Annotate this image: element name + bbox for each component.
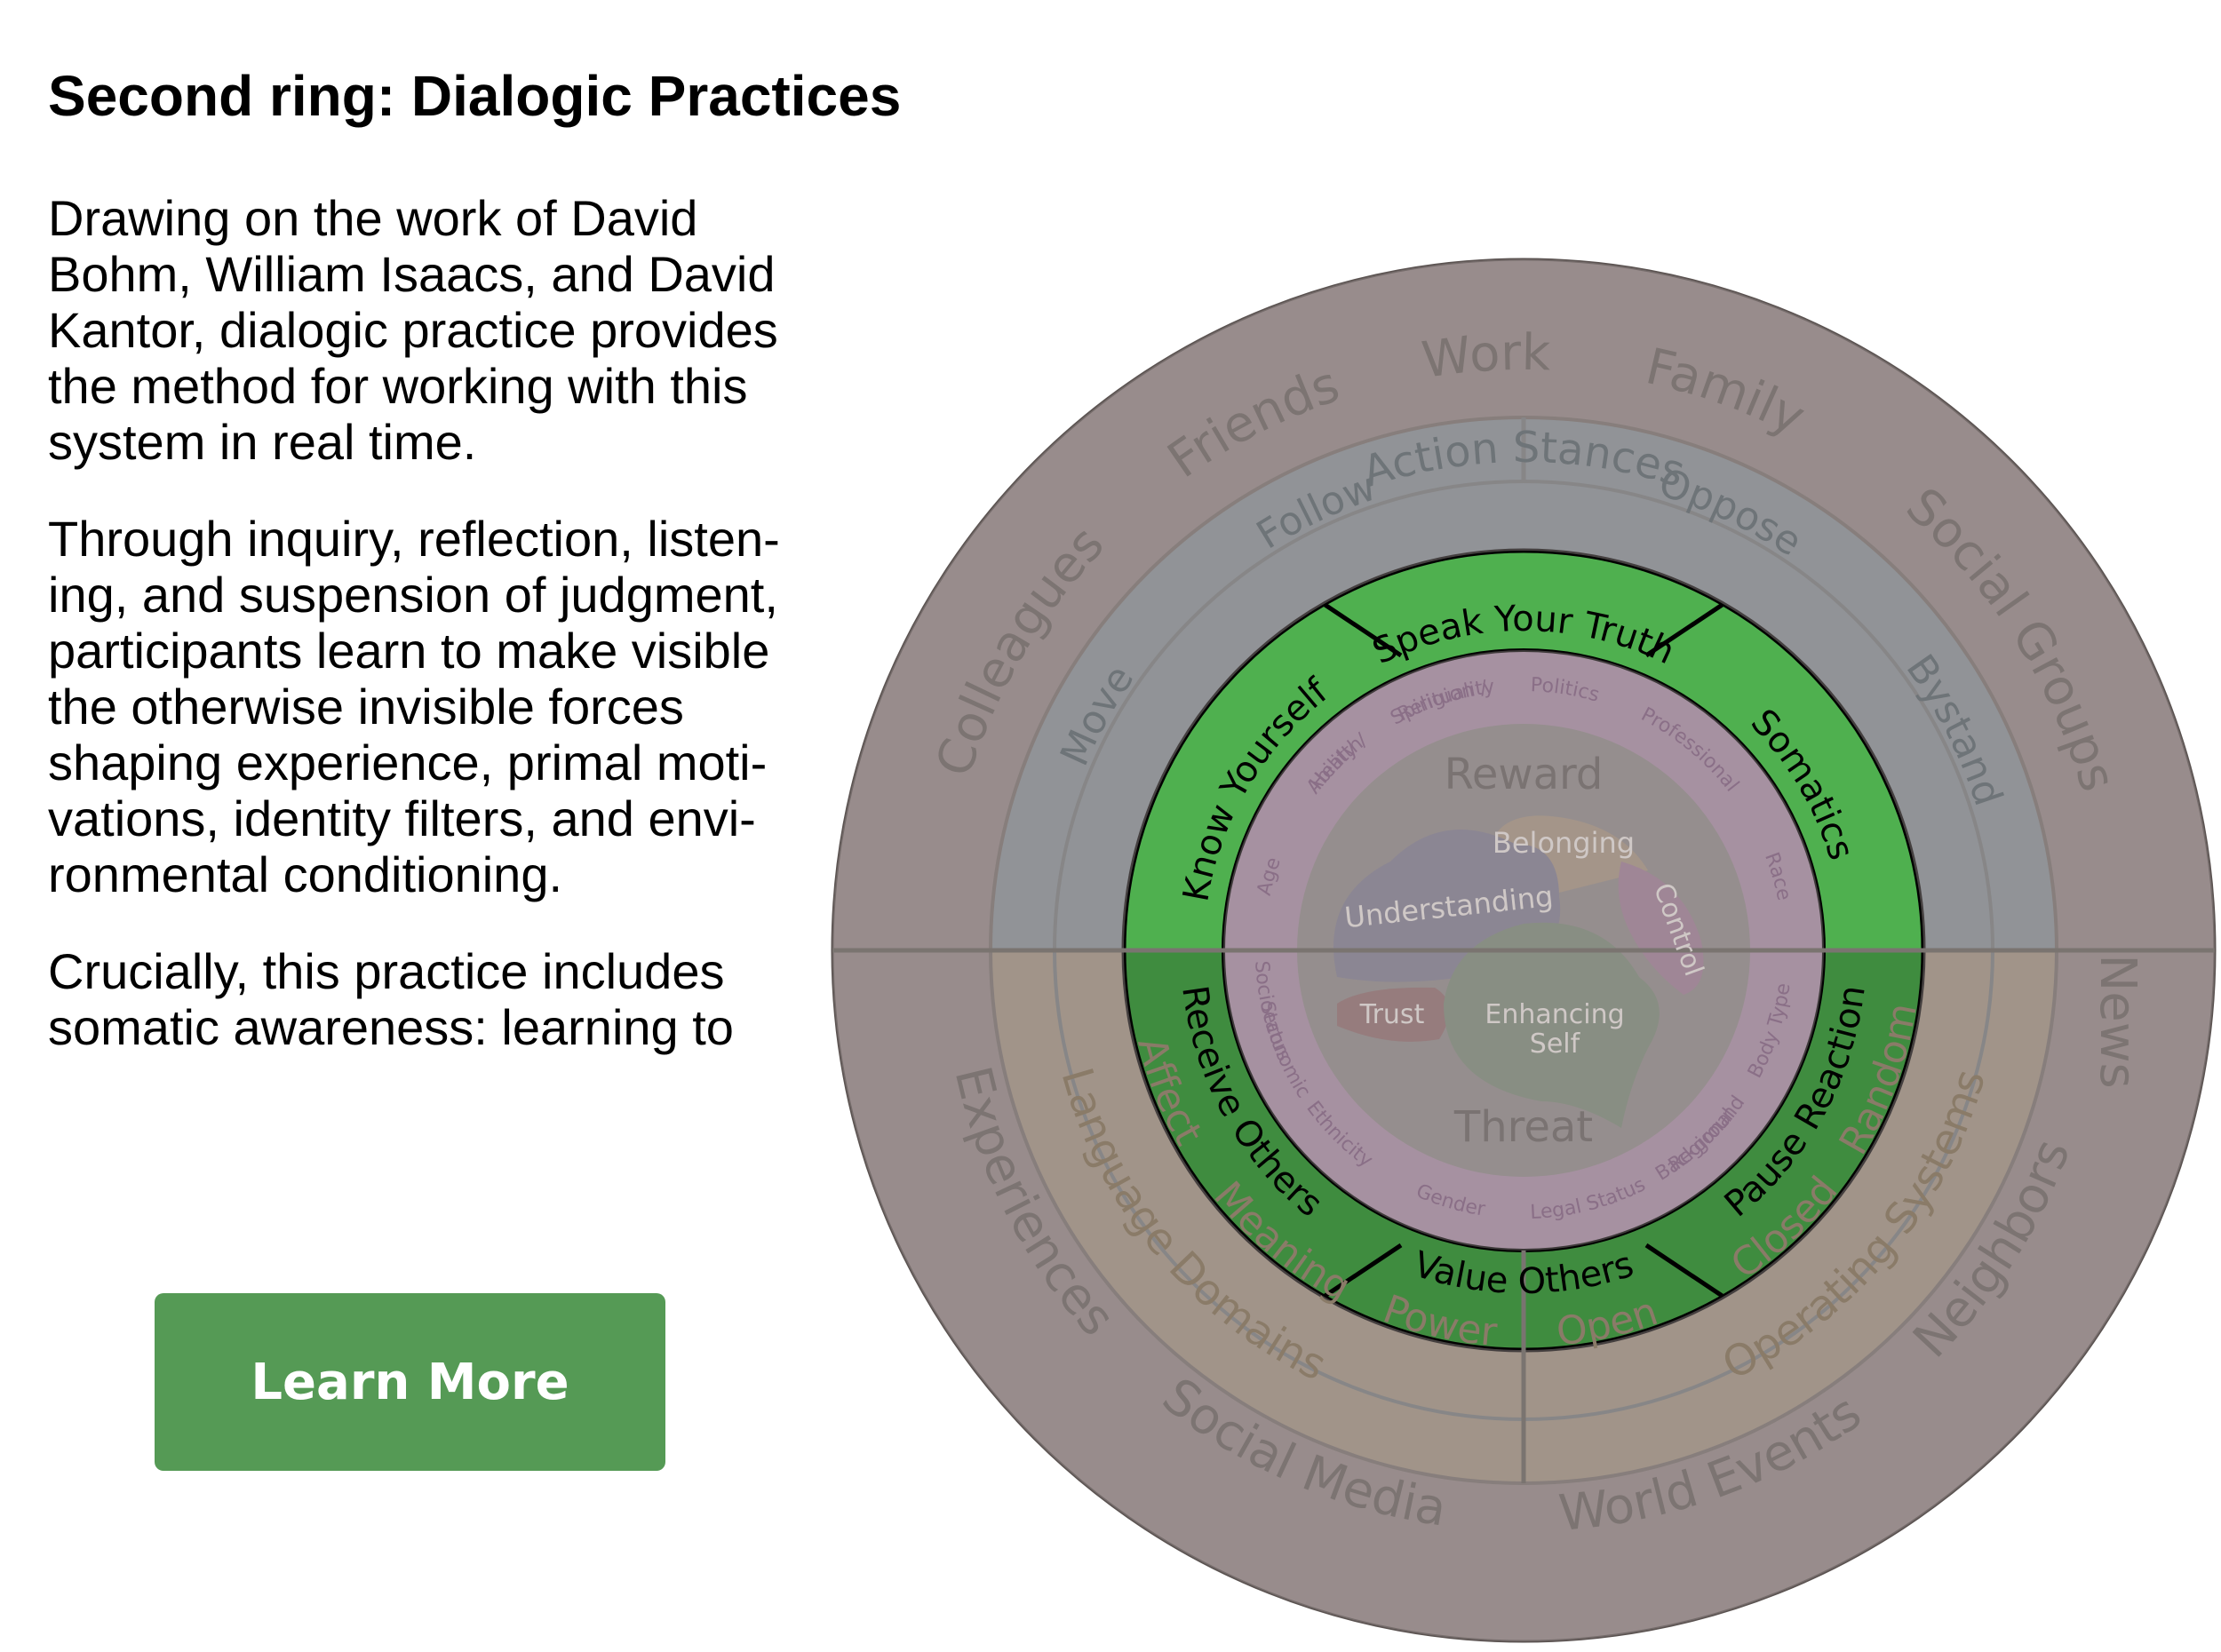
core-reward: Reward xyxy=(1445,750,1604,799)
enhancing-self-cloud xyxy=(1444,922,1660,1128)
control-cloud xyxy=(1618,862,1704,995)
dialogic-wheel-diagram: Work Family Social Groups News Neighbors… xyxy=(831,258,2217,1643)
paragraph-inquiry: Through inquiry, reflection, listen- ing… xyxy=(48,511,780,902)
outer-label-news: News xyxy=(2089,954,2146,1088)
core-threat: Threat xyxy=(1453,1102,1593,1152)
learn-more-button[interactable]: Learn More xyxy=(155,1293,665,1471)
practice-divider-2 xyxy=(1644,601,1725,658)
practice-divider-1 xyxy=(1322,601,1403,658)
core-trust: Trust xyxy=(1359,999,1425,1030)
page-title: Second ring: Dialogic Practices xyxy=(48,64,902,128)
core-enhancing: Enhancing xyxy=(1485,999,1624,1030)
core-belonging: Belonging xyxy=(1493,826,1635,860)
trust-cloud xyxy=(1337,987,1450,1042)
paragraph-intro: Drawing on the work of David Bohm, Willi… xyxy=(48,190,778,470)
fade-overlay xyxy=(832,259,2215,1641)
description-text: Drawing on the work of David Bohm, Willi… xyxy=(48,190,848,1096)
outer-label-work: Work xyxy=(1419,324,1552,390)
practice-divider-3 xyxy=(1322,1243,1403,1299)
core-self: Self xyxy=(1530,1029,1581,1060)
practice-divider-4 xyxy=(1644,1243,1725,1299)
svg-text:Work: Work xyxy=(1419,324,1552,390)
paragraph-somatic: Crucially, this practice includes somati… xyxy=(48,943,734,1055)
